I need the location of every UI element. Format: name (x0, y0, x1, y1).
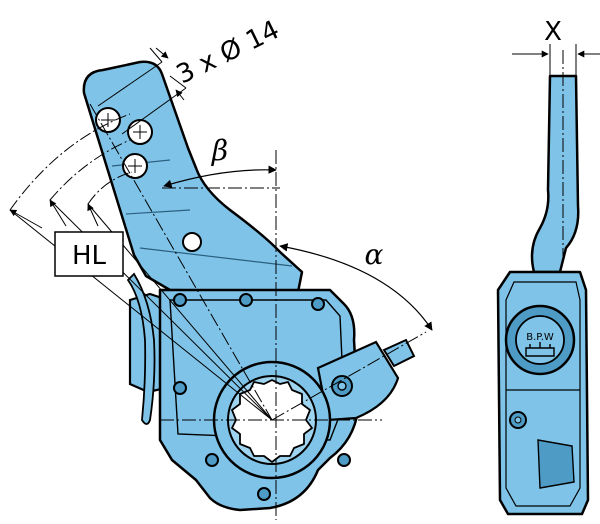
hole-dimension (97, 47, 187, 135)
hl-text: HL (72, 241, 107, 271)
alpha-label: α (365, 238, 384, 271)
hl-arrow-1 (9, 209, 43, 229)
front-view: HL β α 3 x Ø 14 (9, 15, 433, 520)
side-view: B.P.W X (496, 17, 600, 516)
hl-arrow-2 (49, 199, 67, 227)
beta-label: β (211, 134, 228, 167)
center-lines (89, 103, 427, 520)
hl-label: HL (54, 231, 124, 277)
worm-housing (316, 340, 400, 422)
x-label: X (544, 17, 562, 47)
logo-text: B.P.W (526, 332, 554, 343)
hl-arrow-3 (87, 203, 99, 227)
side-body-plate (537, 439, 575, 489)
side-body-rim (505, 281, 581, 507)
alpha-arc (279, 243, 433, 331)
bpw-logo: B.P.W (504, 304, 576, 376)
x-dimension (512, 44, 600, 76)
adjuster-hex (382, 338, 416, 368)
side-lever (530, 74, 580, 274)
holes-label: 3 x Ø 14 (172, 15, 284, 90)
retaining-clip (126, 272, 156, 425)
beta-arc (163, 165, 277, 188)
